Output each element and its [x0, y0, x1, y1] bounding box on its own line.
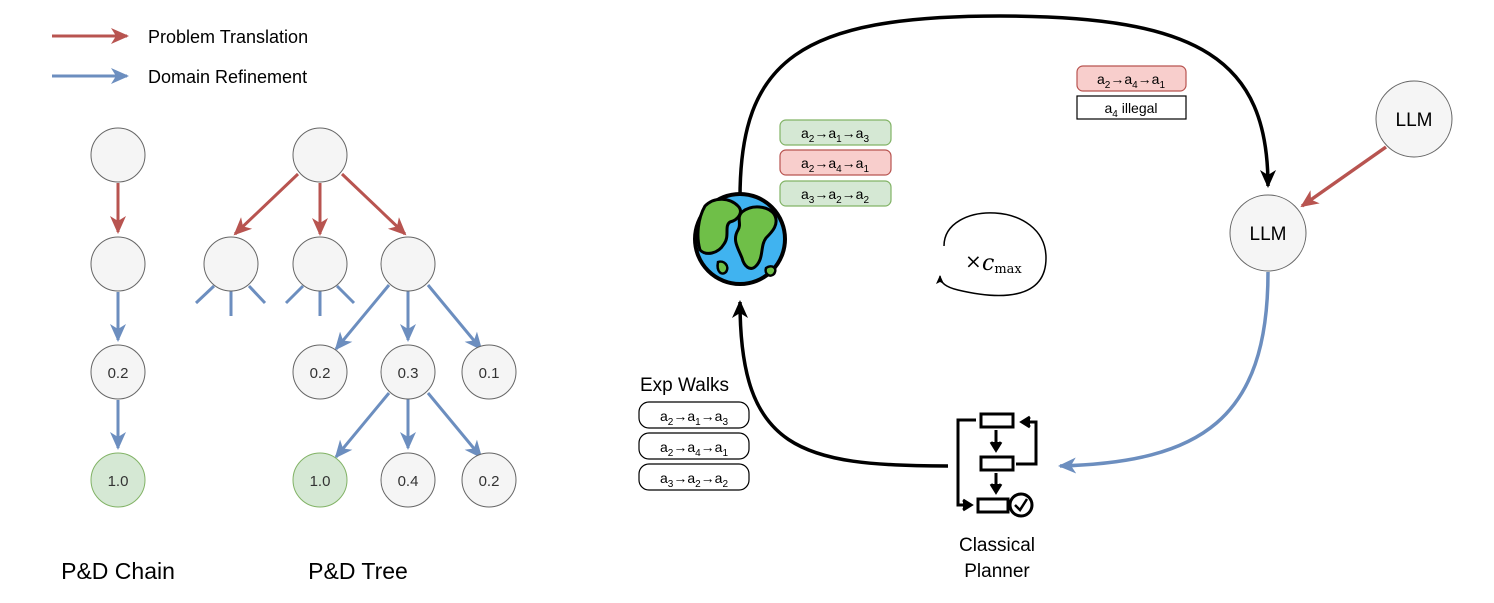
tree-l3-score-1: 1.0	[310, 473, 331, 490]
loop-arrow-to-llm	[738, 14, 1276, 199]
failed-walk-text: a2→a4→a1	[1097, 71, 1166, 91]
tree-title: P&D Tree	[308, 558, 408, 584]
pd-tree: 0.2 0.3 0.1 1.0 0.4 0.2 P&D Tree	[194, 127, 517, 584]
tree-stub	[335, 284, 356, 305]
tree-l2-score-1: 0.2	[310, 365, 331, 382]
pd-chain: 0.2 1.0 P&D Chain	[61, 127, 175, 584]
tree-edge-translation-right	[340, 172, 407, 236]
iteration-times: ×	[965, 249, 982, 273]
tree-edge-refine	[334, 392, 391, 459]
exp-walk-text: a3→a2→a2	[660, 470, 729, 490]
tree-stub	[247, 284, 267, 305]
chain-success-node	[90, 452, 146, 508]
tree-stub	[284, 284, 305, 305]
exp-walk-box	[638, 463, 750, 491]
walk-text: a3→a2→a2	[801, 186, 870, 206]
legend: Problem Translation Domain Refinement	[52, 27, 308, 87]
exp-walks: Exp Walks a2→a1→a3 a2→a4→a1 a3→a2→a2	[638, 375, 750, 491]
tree-l2-node-3	[461, 344, 517, 400]
tree-l3-node-2	[380, 452, 436, 508]
illegal-note-box	[1076, 95, 1187, 120]
loop-arrow-to-world	[732, 300, 949, 468]
tree-stub	[194, 284, 216, 305]
tree-edge-refine	[426, 392, 483, 459]
tree-l2-score-3: 0.1	[479, 365, 500, 382]
tree-edge-translation-left	[233, 172, 300, 236]
chain-title: P&D Chain	[61, 558, 175, 584]
exp-walk-box	[638, 401, 750, 429]
walk-text: a2→a4→a1	[801, 155, 870, 175]
walk-text: a2→a1→a3	[801, 125, 870, 145]
chain-root-node	[90, 127, 146, 183]
tree-l2-score-2: 0.3	[398, 365, 419, 382]
failed-walk-box	[1076, 65, 1187, 92]
tree-l2-node-1	[292, 344, 348, 400]
tree-l3-score-3: 0.2	[479, 473, 500, 490]
translation-arrow-llm	[1300, 145, 1388, 208]
tree-l2-node-2	[380, 344, 436, 400]
llm-translator-label: LLM	[1396, 110, 1433, 131]
refinement-loop: LLM LLM × cmax a2→a1→a3 a2→a4→a1	[638, 14, 1453, 582]
walk-box	[779, 180, 892, 207]
classical-planner-icon	[956, 412, 1038, 518]
tree-l3-score-2: 0.4	[398, 473, 419, 490]
tree-root-node	[292, 127, 348, 183]
tree-translated-node-3	[380, 236, 436, 292]
illegal-note-text: a4 illegal	[1104, 100, 1157, 120]
chain-score-2: 1.0	[108, 473, 129, 490]
tree-l3-node-3	[461, 452, 517, 508]
tree-edge-refine	[334, 284, 391, 351]
planner-label-line2: Planner	[964, 561, 1030, 582]
chain-node-1	[90, 344, 146, 400]
llm-refiner-node	[1229, 194, 1307, 272]
exp-walk-box	[638, 432, 750, 460]
tree-edge-refine	[426, 284, 483, 351]
llm-translator-node	[1375, 80, 1453, 158]
chain-translated-node	[90, 236, 146, 292]
loop-arrow-to-planner	[1058, 271, 1270, 474]
sampled-walks: a2→a1→a3 a2→a4→a1 a3→a2→a2	[779, 119, 892, 207]
exp-walks-title: Exp Walks	[640, 375, 729, 396]
walk-box	[779, 149, 892, 176]
failed-walk-feedback: a2→a4→a1 a4 illegal	[1076, 65, 1187, 120]
legend-refinement-label: Domain Refinement	[148, 67, 307, 87]
planner-label-line1: Classical	[959, 535, 1035, 556]
tree-success-node	[292, 452, 348, 508]
exp-walk-text: a2→a1→a3	[660, 408, 729, 428]
world-globe-icon	[693, 192, 787, 286]
tree-translated-node-2	[292, 236, 348, 292]
legend-translation-label: Problem Translation	[148, 27, 308, 47]
walk-box	[779, 119, 892, 146]
tree-translated-node-1	[203, 236, 259, 292]
llm-refiner-label: LLM	[1250, 224, 1287, 245]
exp-walk-text: a2→a4→a1	[660, 439, 729, 459]
chain-score-1: 0.2	[108, 365, 129, 382]
iteration-cycle-arrow	[936, 212, 1047, 297]
iteration-cmax: cmax	[982, 251, 1022, 277]
